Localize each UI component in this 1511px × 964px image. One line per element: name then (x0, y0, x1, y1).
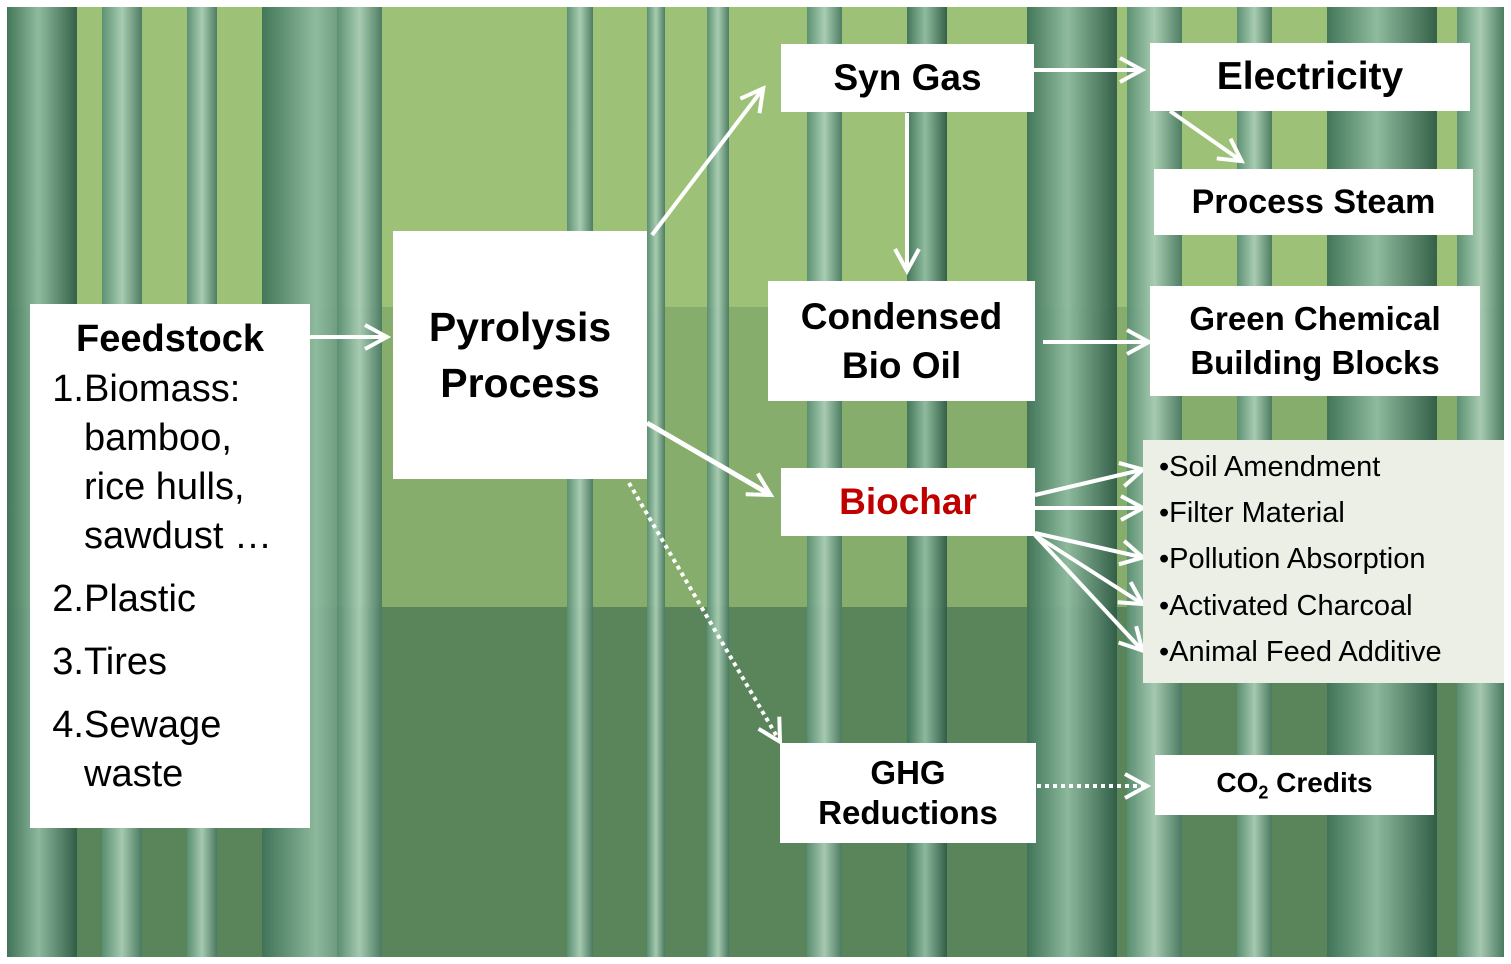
biochar-box: Biochar (781, 468, 1035, 536)
arrow-biochar-to-pollution (1034, 531, 1141, 557)
flow-arrows (310, 7, 1504, 957)
electricity-label: Electricity (1216, 55, 1404, 98)
feedstock-item-plastic: 2. Plastic (30, 575, 310, 624)
list-item-text: Biomass: bamboo, rice hulls, sawdust … (84, 368, 272, 557)
co2-suffix: Credits (1268, 766, 1373, 798)
co2-prefix: CO (1216, 766, 1259, 798)
co2-label: CO2 Credits (1216, 767, 1372, 804)
arrow-biochar-to-soil (1034, 470, 1141, 497)
feedstock-item-biomass: 1. Biomass: bamboo, rice hulls, sawdust … (30, 365, 310, 561)
arrow-pyrolysis-to-ghg (627, 481, 779, 740)
biochar-label: Biochar (839, 481, 977, 522)
co2-credits-box: CO2 Credits (1155, 755, 1434, 815)
feedstock-box: Feedstock 1. Biomass: bamboo, rice hulls… (30, 304, 310, 828)
syngas-box: Syn Gas (781, 44, 1034, 112)
arrow-biochar-to-feed (1033, 533, 1141, 649)
use-pollution-absorption: •Pollution Absorption (1159, 543, 1426, 576)
arrow-pyrolysis-to-biochar (645, 420, 769, 494)
condensed-bio-oil-box: Condensed Bio Oil (768, 281, 1035, 401)
co2-subscript: 2 (1258, 782, 1269, 803)
list-number: 4. (52, 704, 84, 746)
biochar-uses-box: •Soil Amendment •Filter Material •Pollut… (1143, 440, 1504, 683)
use-activated-charcoal: •Activated Charcoal (1159, 589, 1413, 622)
pyrolysis-line2: Process (440, 360, 600, 406)
green-chemical-box: Green Chemical Building Blocks (1150, 286, 1480, 396)
diagram-canvas: Feedstock 1. Biomass: bamboo, rice hulls… (7, 7, 1504, 957)
green-line2: Building Blocks (1190, 344, 1440, 381)
feedstock-item-tires: 3. Tires (30, 638, 310, 687)
ghg-line1: GHG (870, 754, 946, 791)
list-item-text: Sewage waste (84, 704, 222, 795)
feedstock-title: Feedstock (76, 318, 264, 360)
feedstock-list: 1. Biomass: bamboo, rice hulls, sawdust … (30, 365, 310, 799)
list-item-text: Tires (84, 641, 168, 683)
ghg-reductions-box: GHG Reductions (780, 743, 1036, 843)
process-steam-label: Process Steam (1191, 182, 1436, 221)
use-soil-amendment: •Soil Amendment (1159, 451, 1381, 483)
use-animal-feed-additive: •Animal Feed Additive (1159, 635, 1442, 668)
pyrolysis-line1: Pyrolysis (428, 304, 612, 350)
feedstock-item-sewage: 4. Sewage waste (30, 701, 310, 799)
list-number: 1. (52, 368, 84, 410)
use-filter-material: •Filter Material (1159, 497, 1345, 530)
ghg-line2: Reductions (818, 794, 998, 831)
condensed-line2: Bio Oil (841, 345, 962, 386)
electricity-box: Electricity (1150, 43, 1470, 111)
arrow-biochar-to-activated (1033, 533, 1141, 603)
list-number: 2. (52, 578, 84, 620)
list-item-text: Plastic (84, 578, 196, 620)
process-steam-box: Process Steam (1154, 169, 1473, 235)
green-line1: Green Chemical (1189, 300, 1441, 337)
arrow-electricity-to-steam (1168, 109, 1240, 160)
pyrolysis-process-box: Pyrolysis Process (393, 231, 647, 479)
syngas-label: Syn Gas (833, 57, 982, 98)
condensed-line1: Condensed (800, 296, 1003, 337)
list-number: 3. (52, 641, 84, 683)
arrow-pyrolysis-to-syngas (650, 90, 762, 237)
